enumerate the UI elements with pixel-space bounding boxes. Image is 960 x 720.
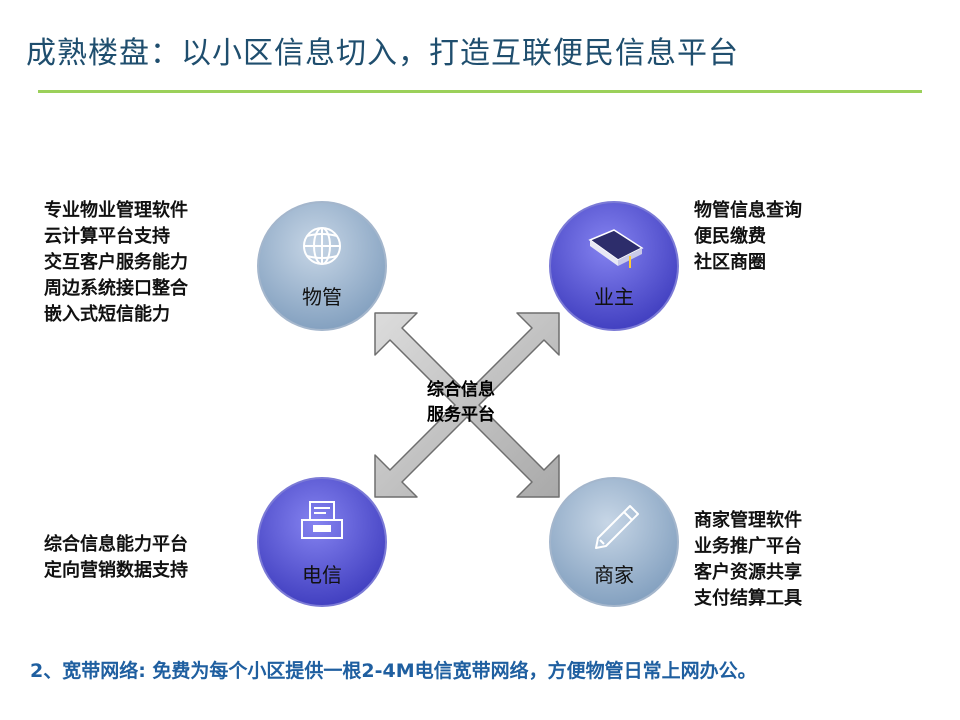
list-item: 周边系统接口整合 (44, 278, 188, 299)
shangjia-feature-list: 商家管理软件 业务推广平台 客户资源共享 支付结算工具 (694, 508, 802, 612)
node-label-wuguan: 物管 (302, 285, 342, 309)
node-wuguan (257, 201, 387, 331)
list-item: 云计算平台支持 (44, 226, 170, 247)
node-label-yezhu: 业主 (594, 285, 634, 309)
list-item: 业务推广平台 (694, 536, 802, 557)
list-item: 嵌入式短信能力 (44, 304, 170, 325)
list-item: 客户资源共享 (694, 562, 802, 583)
node-shangjia (549, 477, 679, 607)
title-divider (38, 90, 922, 93)
list-item: 物管信息查询 (694, 200, 802, 221)
dianxin-feature-list: 综合信息能力平台 定向营销数据支持 (44, 532, 188, 584)
list-item: 商家管理软件 (694, 510, 802, 531)
center-label-line1: 综合信息 (427, 380, 495, 400)
node-yezhu (549, 201, 679, 331)
pencil-icon (595, 505, 639, 549)
book-icon (588, 229, 644, 268)
wuguan-feature-list: 专业物业管理软件 云计算平台支持 交互客户服务能力 周边系统接口整合 嵌入式短信… (44, 198, 188, 328)
list-item: 交互客户服务能力 (44, 252, 188, 273)
node-dianxin (257, 477, 387, 607)
list-item: 社区商圈 (694, 252, 766, 273)
list-item: 便民缴费 (694, 226, 766, 247)
globe-icon (303, 227, 341, 265)
node-label-dianxin: 电信 (302, 563, 342, 587)
center-label: 综合信息 服务平台 (396, 378, 526, 428)
list-item: 专业物业管理软件 (44, 200, 188, 221)
center-label-line2: 服务平台 (427, 405, 495, 425)
page-title: 成熟楼盘：以小区信息切入，打造互联便民信息平台 (26, 36, 739, 71)
four-way-arrow (374, 312, 560, 498)
yezhu-feature-list: 物管信息查询 便民缴费 社区商圈 (694, 198, 802, 276)
footer-note: 2、宽带网络: 免费为每个小区提供一根2-4M电信宽带网络，方便物管日常上网办公… (30, 660, 757, 682)
list-item: 综合信息能力平台 (44, 534, 188, 555)
list-item: 定向营销数据支持 (44, 560, 188, 581)
printer-icon (301, 501, 343, 539)
node-label-shangjia: 商家 (594, 563, 634, 587)
list-item: 支付结算工具 (694, 588, 802, 609)
